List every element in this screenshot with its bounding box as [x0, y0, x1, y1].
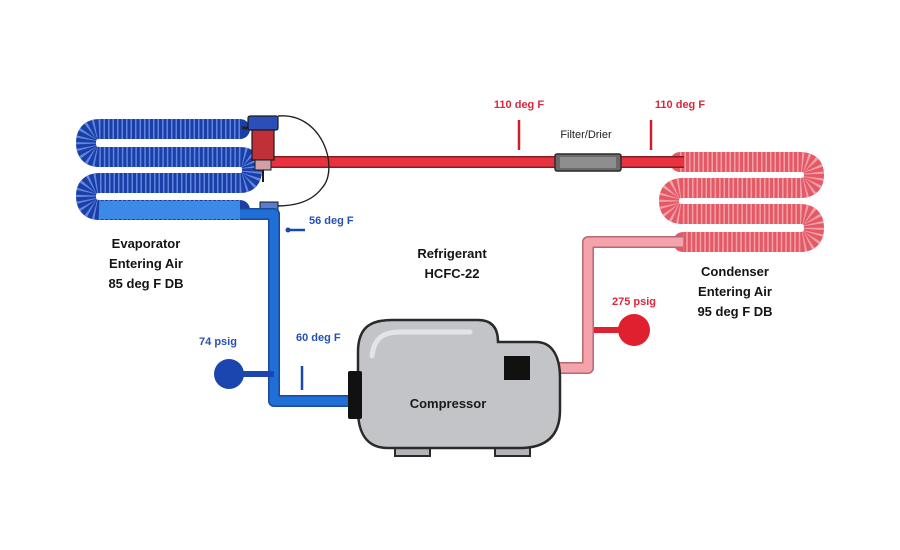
evaporator-coil-tubes	[75, 119, 263, 220]
suction-pressure-gauge	[214, 359, 274, 389]
liquid-temp-left-label: 110 deg F	[494, 99, 544, 111]
discharge-pressure-label: 275 psig	[612, 296, 656, 308]
evaporator-label-line2: Entering Air	[109, 256, 183, 271]
suction-temp-upper-label: 56 deg F	[309, 215, 354, 227]
suction-temp-lower-label: 60 deg F	[296, 332, 341, 344]
filter-drier-label: Filter/Drier	[560, 129, 612, 141]
compressor-discharge-port	[504, 356, 530, 380]
compressor-highlight	[369, 329, 473, 359]
expansion-valve	[242, 115, 330, 212]
refrigerant-label-line1: Refrigerant	[417, 246, 487, 261]
evaporator-coil	[75, 119, 263, 220]
compressor-body	[356, 318, 562, 450]
compressor	[348, 318, 562, 457]
compressor-label: Compressor	[410, 396, 487, 411]
evaporator-label-line1: Evaporator	[112, 236, 181, 251]
condenser-label-line1: Condenser	[701, 264, 769, 279]
refrigerant-label: Refrigerant HCFC-22	[417, 246, 487, 281]
filter-drier	[554, 153, 622, 172]
sensing-bulb-capillary	[275, 115, 330, 207]
refrigerant-label-line2: HCFC-22	[425, 266, 480, 281]
condenser-coil-tubes	[658, 152, 825, 252]
condenser-label-line3: 95 deg F DB	[697, 304, 772, 319]
condenser-label: Condenser Entering Air 95 deg F DB	[697, 264, 772, 319]
compressor-suction-port	[348, 371, 362, 419]
suction-temp-probe-upper	[285, 227, 305, 233]
discharge-pressure-gauge	[594, 314, 650, 346]
condenser-coil	[658, 152, 825, 252]
condenser-label-line2: Entering Air	[698, 284, 772, 299]
condenser-coil-fins	[658, 152, 825, 252]
evaporator-label: Evaporator Entering Air 85 deg F DB	[108, 236, 183, 291]
evaporator-label-line3: 85 deg F DB	[108, 276, 183, 291]
evaporator-coil-fins	[75, 119, 263, 220]
liquid-temp-right-label: 110 deg F	[655, 99, 705, 111]
suction-pressure-label: 74 psig	[199, 336, 237, 348]
suction-line	[240, 208, 355, 407]
